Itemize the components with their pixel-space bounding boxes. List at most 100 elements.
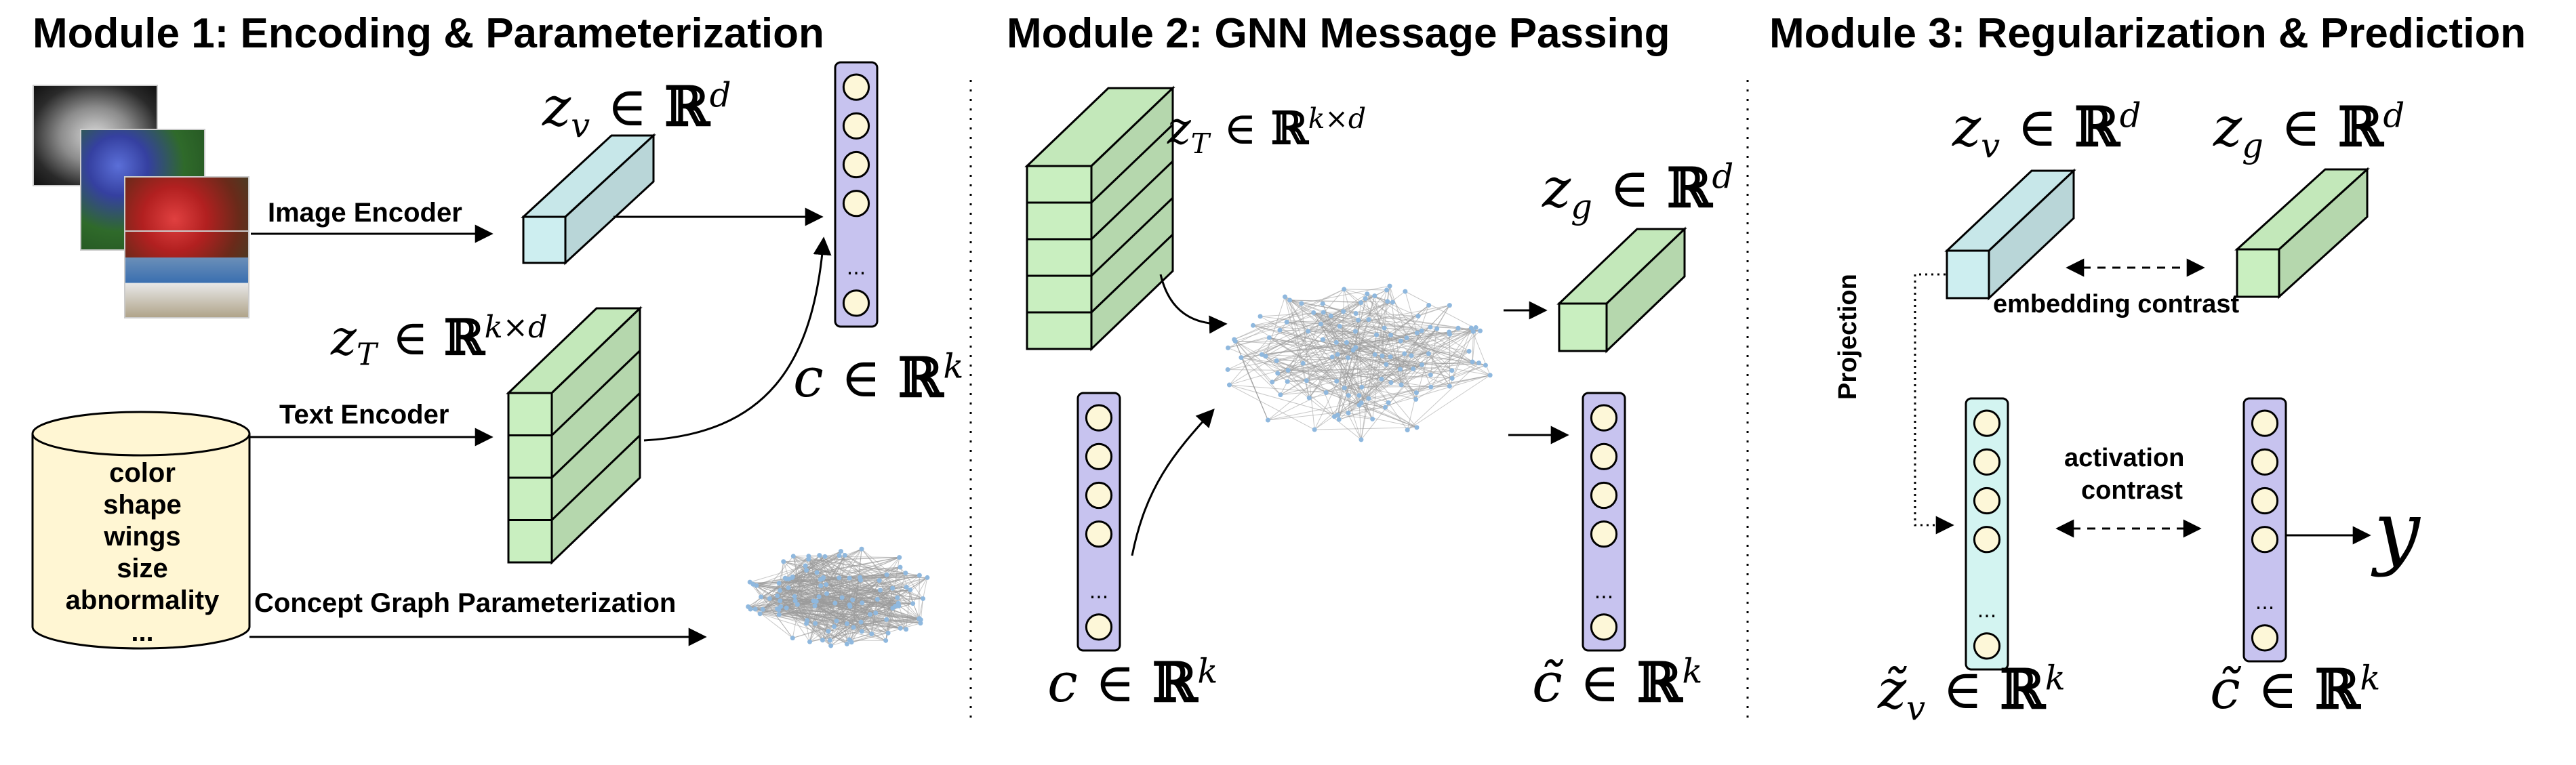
concept-graph-m2-node [1267, 335, 1272, 340]
concept-graph-m1-node [775, 594, 780, 598]
module-3-title: Module 3: Regularization & Prediction [1769, 9, 2526, 58]
concept-graph-m1-node [781, 559, 786, 564]
concept-graph-m2-node [1415, 331, 1420, 335]
text-embedding-tensor-m2-front [1027, 166, 1091, 349]
concept-item: wings [41, 521, 244, 553]
zg-label-m3: zg ∈ ℝd [2213, 95, 2404, 165]
concept-graph-m2-node [1335, 352, 1340, 357]
concept-graph-m2-node [1405, 428, 1410, 432]
concept-graph-m1-node [898, 626, 903, 631]
concept-graph-m2-node [1428, 385, 1433, 390]
concept-graph-m2-node [1335, 413, 1340, 417]
concept-graph-m2-node [1226, 346, 1230, 350]
concept-graph-m1-node [847, 638, 851, 642]
concept-graph-m2-node [1416, 314, 1421, 318]
concept-graph-m1-node [875, 597, 880, 602]
concept-graph-m1-node [847, 602, 852, 607]
concept-graph-m2-node [1467, 349, 1472, 354]
concept-graph-m2-node [1398, 367, 1403, 371]
image-embedding-box [523, 136, 653, 263]
concept-graph-m2-node [1390, 300, 1395, 305]
concept-graph-m2-node [1337, 417, 1342, 422]
concept-graph-m1-node [784, 606, 789, 611]
concept-graph-m2-node [1239, 355, 1243, 360]
concept-graph-m2-node [1227, 383, 1232, 388]
concept-vector-m3: ... [2244, 398, 2286, 661]
concept-graph-m2-node [1274, 358, 1279, 363]
concept-vector-m2: ... [1078, 393, 1120, 650]
concept-graph-m2-node [1483, 363, 1488, 368]
image-embedding-box-m3-front [1947, 251, 1989, 298]
concept-graph-m1-node [822, 554, 827, 559]
concept-graph-m1-node [873, 611, 878, 615]
concept-graph-m2-node [1388, 354, 1393, 359]
concept-graph-m2-node [1373, 352, 1377, 357]
concept-graph-m1-node [813, 604, 818, 608]
concept-graph-m1-node [877, 578, 882, 583]
module-1-title: Module 1: Encoding & Parameterization [33, 9, 824, 58]
concept-graph-m1-node [777, 581, 782, 585]
concept-graph-m1-node [807, 640, 812, 644]
concept-graph-m1-node [860, 600, 864, 605]
concept-graph-m2-node [1385, 299, 1390, 304]
zT-to-graph-arrow [1161, 274, 1226, 324]
concept-graph-m1-node [761, 607, 765, 612]
concept-graph-m2-node [1354, 311, 1359, 316]
projection-label: Projection [1834, 274, 1863, 400]
refined-concept-vector-m2: ... [1583, 393, 1625, 650]
concept-graph-m1-node [837, 553, 842, 558]
concept-graph-m1-node [792, 594, 797, 599]
concept-vector-m1-circle [843, 291, 868, 316]
concept-graph-m2-node [1321, 337, 1325, 342]
concept-vector-m3-circle [2252, 411, 2277, 436]
concept-graph-m2-node [1299, 301, 1304, 306]
concept-graph-m2-node [1447, 303, 1452, 308]
concept-graph-m2-node [1402, 351, 1407, 356]
refined-concept-vector-m2-circle [1591, 522, 1616, 547]
concept-item: abnormality [41, 585, 244, 617]
concept-graph-m2-node [1413, 397, 1418, 402]
concept-graph-m2-node [1278, 392, 1283, 397]
concept-graph-m2-node [1324, 390, 1329, 395]
concept-graph-m1-node [748, 580, 752, 585]
concept-graph-m1-node [897, 555, 902, 560]
concept-graph-m2-node [1226, 367, 1230, 372]
concept-graph-m1-node [804, 568, 809, 573]
concept-graph-m2-node [1366, 317, 1371, 322]
concept-graph-m2-node [1357, 402, 1362, 407]
concept-vector-m1-circle [843, 191, 868, 216]
projected-vector-m3-ellipsis: ... [1977, 599, 1997, 623]
concept-graph-m1-node [746, 604, 750, 609]
concept-graph-m2-node [1307, 396, 1312, 400]
concept-graph-m2-node [1346, 411, 1351, 415]
concept-graph-m2-node [1370, 417, 1375, 421]
concept-graph-m2-node [1426, 351, 1431, 356]
concept-item: size [41, 553, 244, 585]
concept-graph-m1-node [806, 554, 811, 558]
embedding-contrast-label: embedding contrast [1993, 290, 2239, 319]
concept-graph-m1-node [820, 638, 825, 642]
concept-graph-m1-node [790, 575, 794, 580]
concept-graph-m2-node [1287, 297, 1292, 302]
concept-graph-m1-node [843, 553, 847, 558]
concept-graph-m1 [746, 547, 929, 648]
refined-concept-vector-m2-circle [1591, 405, 1616, 430]
concept-item: ... [41, 617, 244, 648]
activation-contrast-label-2: contrast [2081, 476, 2183, 505]
concept-graph-m2-node [1330, 354, 1335, 359]
concept-graph-m2-node [1372, 293, 1377, 298]
concept-graph-m2-node [1258, 314, 1263, 318]
refined-concept-vector-m2-ellipsis: ... [1594, 580, 1614, 604]
concept-graph-m2-node [1398, 339, 1403, 344]
concept-list: color shape wings size abnormality ... [41, 457, 244, 648]
concept-graph-m2-edge [1344, 289, 1387, 290]
concept-graph-m1-node [860, 629, 864, 634]
concept-graph-m2-node [1403, 289, 1407, 294]
concept-vector-m1-circle [843, 152, 868, 177]
concept-graph-m2-node [1380, 354, 1384, 358]
concept-graph-m1-node [804, 621, 809, 626]
concept-graph-m2-node [1251, 323, 1255, 328]
concept-graph-m1-node [778, 598, 782, 603]
concept-graph-m1-node [868, 612, 872, 617]
